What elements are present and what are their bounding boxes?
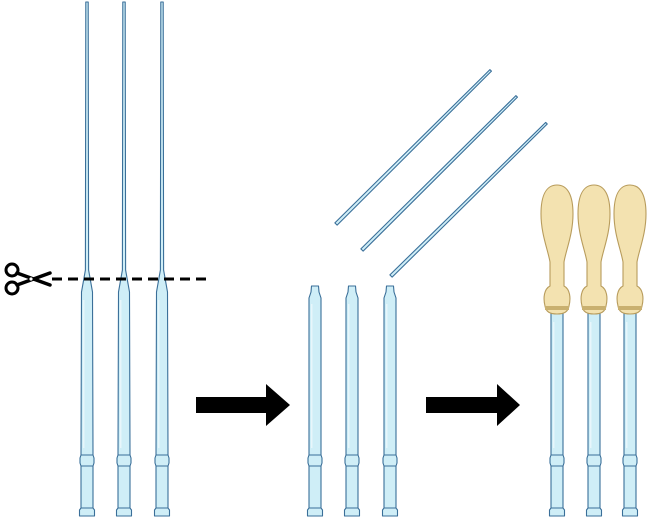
- pipette-intact-3: [153, 1, 171, 517]
- pipette-cut-2: [343, 285, 361, 517]
- pipette-cut-3: [381, 285, 399, 517]
- pipette-intact-1: [78, 1, 96, 517]
- step-intact-pipettes: [78, 1, 171, 517]
- pipette-capped-1: [539, 183, 575, 518]
- pipette-cut-1: [306, 285, 324, 517]
- pipette-capped-2: [576, 183, 612, 518]
- scissors-icon: [4, 262, 52, 296]
- step-cut-pipettes: [306, 68, 549, 517]
- right-arrow-icon: [426, 384, 520, 426]
- pipette-capped-3: [612, 183, 647, 518]
- pipette-intact-2: [115, 1, 133, 517]
- step-pipettes-with-caps: [539, 183, 647, 518]
- right-arrow-icon: [196, 384, 290, 426]
